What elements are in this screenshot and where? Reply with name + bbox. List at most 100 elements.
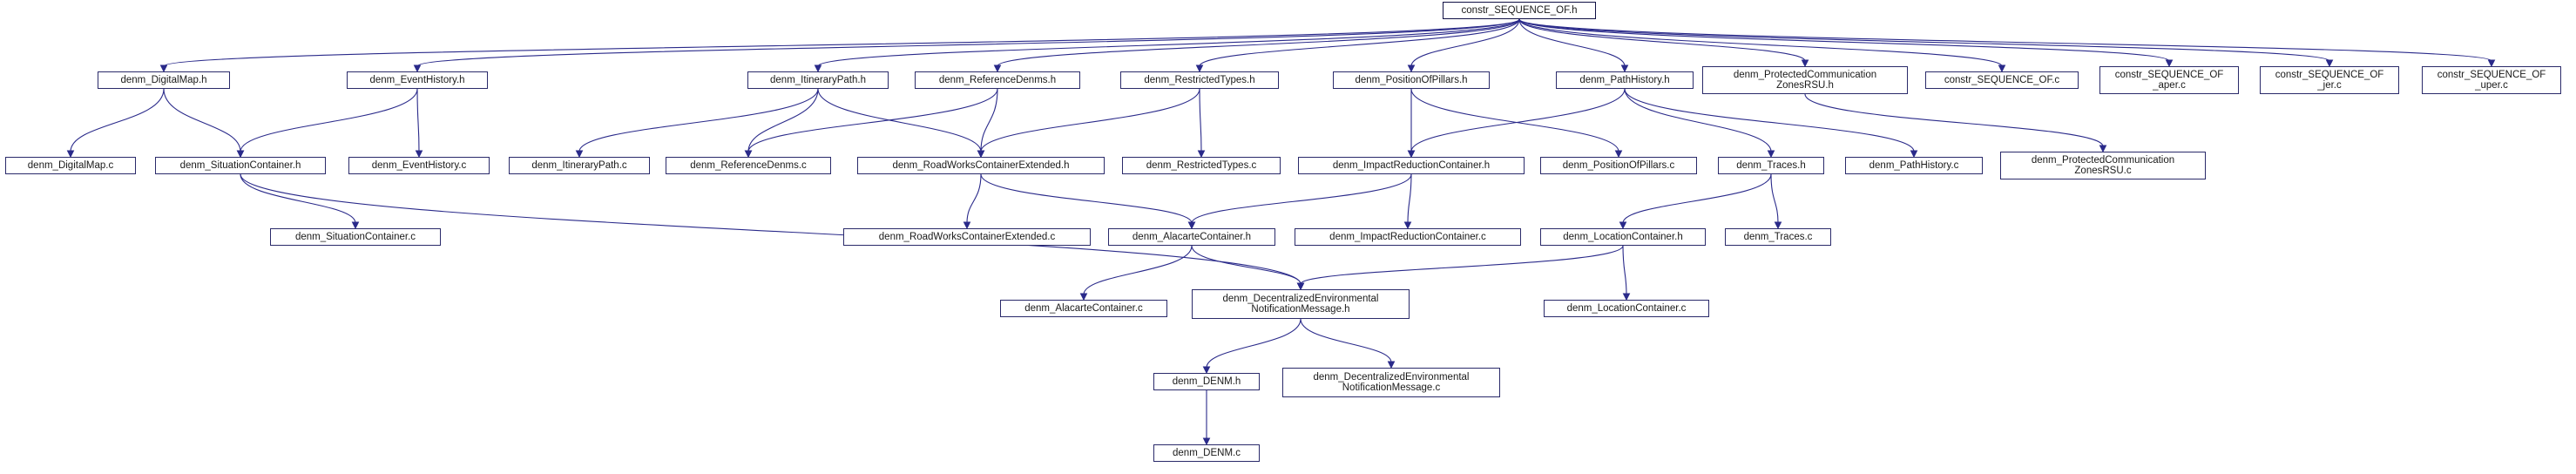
graph-edge bbox=[1518, 18, 1626, 67]
graph-node-restrictedtypes_c[interactable]: denm_RestrictedTypes.c bbox=[1122, 157, 1281, 174]
graph-node-itinerarypath_h[interactable]: denm_ItineraryPath.h bbox=[747, 71, 889, 89]
graph-node-eventhistory_h[interactable]: denm_EventHistory.h bbox=[347, 71, 488, 89]
graph-node-pathhistory_h[interactable]: denm_PathHistory.h bbox=[1556, 71, 1694, 89]
graph-edge-arrow bbox=[1767, 150, 1775, 159]
graph-edge bbox=[240, 173, 356, 224]
graph-edge-arrow bbox=[814, 64, 822, 73]
graph-edge bbox=[1518, 18, 2003, 67]
graph-edge bbox=[1622, 245, 1627, 295]
graph-edge bbox=[1624, 88, 1772, 152]
graph-node-denmsg_h[interactable]: denm_DecentralizedEnvironmental Notifica… bbox=[1192, 289, 1410, 319]
graph-edge bbox=[1206, 318, 1302, 369]
graph-edge bbox=[1624, 88, 1915, 152]
graph-edge bbox=[1410, 88, 1619, 152]
graph-node-denmsg_c[interactable]: denm_DecentralizedEnvironmental Notifica… bbox=[1282, 368, 1500, 397]
graph-edge-arrow bbox=[744, 150, 753, 159]
graph-node-referencedenms_c[interactable]: denm_ReferenceDenms.c bbox=[666, 157, 831, 174]
graph-edge-arrow bbox=[1910, 150, 1918, 159]
graph-edge-arrow bbox=[413, 64, 422, 73]
graph-edge bbox=[1407, 173, 1412, 224]
graph-edge-arrow bbox=[575, 150, 584, 159]
graph-edge bbox=[1622, 173, 1772, 224]
graph-node-digitalmap_c[interactable]: denm_DigitalMap.c bbox=[5, 157, 136, 174]
graph-edge-arrow bbox=[1202, 437, 1211, 446]
graph-node-protectedcomm_c[interactable]: denm_ProtectedCommunication ZonesRSU.c bbox=[2000, 152, 2206, 179]
graph-node-situationcontainer_h[interactable]: denm_SituationContainer.h bbox=[155, 157, 326, 174]
graph-node-roadworksext_h[interactable]: denm_RoadWorksContainerExtended.h bbox=[857, 157, 1105, 174]
graph-edge bbox=[1518, 18, 1806, 62]
graph-node-itinerarypath_c[interactable]: denm_ItineraryPath.c bbox=[509, 157, 650, 174]
graph-node-denm_c[interactable]: denm_DENM.c bbox=[1153, 444, 1260, 462]
graph-node-traces_h[interactable]: denm_Traces.h bbox=[1718, 157, 1824, 174]
graph-node-constr_seq_of_uper_c[interactable]: constr_SEQUENCE_OF _uper.c bbox=[2422, 66, 2561, 94]
graph-node-locationcontainer_h[interactable]: denm_LocationContainer.h bbox=[1540, 228, 1706, 246]
graph-edge bbox=[1191, 173, 1412, 224]
graph-edge-arrow bbox=[977, 150, 985, 159]
graph-edge bbox=[416, 88, 420, 152]
graph-edge bbox=[747, 88, 998, 152]
graph-edge bbox=[980, 88, 1200, 152]
graph-edge-arrow bbox=[159, 64, 168, 73]
graph-edge bbox=[1199, 18, 1520, 67]
graph-node-alacartecontainer_c[interactable]: denm_AlacarteContainer.c bbox=[1000, 300, 1167, 317]
graph-node-impactreduction_h[interactable]: denm_ImpactReductionContainer.h bbox=[1298, 157, 1525, 174]
graph-node-pathhistory_c[interactable]: denm_PathHistory.c bbox=[1845, 157, 1983, 174]
graph-node-constr_seq_of_jer_c[interactable]: constr_SEQUENCE_OF _jer.c bbox=[2260, 66, 2399, 94]
graph-edge-arrow bbox=[66, 150, 75, 159]
graph-edge-arrow bbox=[1197, 150, 1206, 159]
graph-node-situationcontainer_c[interactable]: denm_SituationContainer.c bbox=[270, 228, 441, 246]
graph-edge bbox=[1300, 245, 1624, 285]
graph-edge-arrow bbox=[2165, 59, 2174, 68]
graph-edge-arrow bbox=[236, 150, 245, 159]
graph-node-positionofpillars_c[interactable]: denm_PositionOfPillars.c bbox=[1540, 157, 1697, 174]
graph-edge bbox=[817, 88, 982, 152]
graph-node-alacartecontainer_h[interactable]: denm_AlacarteContainer.h bbox=[1108, 228, 1275, 246]
graph-edge bbox=[70, 88, 165, 152]
graph-edge-arrow bbox=[2099, 145, 2107, 153]
graph-edge bbox=[1804, 93, 2104, 147]
graph-edge bbox=[997, 18, 1520, 67]
graph-edge-arrow bbox=[1195, 64, 1204, 73]
graph-edge-arrow bbox=[1403, 221, 1412, 230]
graph-node-constr_seq_of_c[interactable]: constr_SEQUENCE_OF.c bbox=[1925, 71, 2079, 89]
graph-node-denm_h[interactable]: denm_DENM.h bbox=[1153, 373, 1260, 390]
graph-edge-arrow bbox=[1619, 221, 1627, 230]
graph-node-restrictedtypes_h[interactable]: denm_RestrictedTypes.h bbox=[1120, 71, 1279, 89]
graph-edge-arrow bbox=[1296, 282, 1305, 291]
graph-node-digitalmap_h[interactable]: denm_DigitalMap.h bbox=[98, 71, 230, 89]
graph-node-positionofpillars_h[interactable]: denm_PositionOfPillars.h bbox=[1333, 71, 1490, 89]
graph-edge-arrow bbox=[1187, 221, 1196, 230]
graph-edge bbox=[1518, 18, 2170, 62]
graph-node-locationcontainer_c[interactable]: denm_LocationContainer.c bbox=[1544, 300, 1709, 317]
graph-edge bbox=[163, 18, 1520, 67]
graph-edge bbox=[817, 18, 1520, 67]
graph-edge bbox=[1191, 245, 1302, 285]
graph-node-root[interactable]: constr_SEQUENCE_OF.h bbox=[1443, 2, 1596, 19]
graph-edge-arrow bbox=[1622, 293, 1631, 301]
graph-node-protectedcomm_h[interactable]: denm_ProtectedCommunication ZonesRSU.h bbox=[1702, 66, 1908, 94]
graph-edge-arrow bbox=[1774, 221, 1782, 230]
graph-edge bbox=[163, 88, 241, 152]
graph-edge bbox=[747, 88, 819, 152]
graph-node-traces_c[interactable]: denm_Traces.c bbox=[1725, 228, 1831, 246]
graph-edge bbox=[1300, 318, 1392, 363]
graph-edge-arrow bbox=[963, 221, 971, 230]
graph-edge bbox=[1518, 18, 2492, 62]
graph-node-eventhistory_c[interactable]: denm_EventHistory.c bbox=[348, 157, 490, 174]
graph-node-impactreduction_c[interactable]: denm_ImpactReductionContainer.c bbox=[1295, 228, 1521, 246]
graph-edge-arrow bbox=[2487, 59, 2496, 68]
graph-node-constr_seq_of_aper_c[interactable]: constr_SEQUENCE_OF _aper.c bbox=[2099, 66, 2239, 94]
graph-edge bbox=[1410, 18, 1520, 67]
graph-edge-arrow bbox=[1202, 366, 1211, 375]
graph-edge bbox=[240, 88, 418, 152]
graph-edge bbox=[1770, 173, 1779, 224]
graph-node-referencedenms_h[interactable]: denm_ReferenceDenms.h bbox=[915, 71, 1080, 89]
graph-edge-arrow bbox=[1079, 293, 1088, 301]
graph-edge bbox=[1199, 88, 1202, 152]
graph-edge bbox=[980, 173, 1193, 224]
graph-node-roadworksext_c[interactable]: denm_RoadWorksContainerExtended.c bbox=[843, 228, 1091, 246]
graph-edge bbox=[578, 88, 819, 152]
graph-edge-arrow bbox=[415, 150, 423, 159]
graph-edge bbox=[240, 173, 1302, 285]
